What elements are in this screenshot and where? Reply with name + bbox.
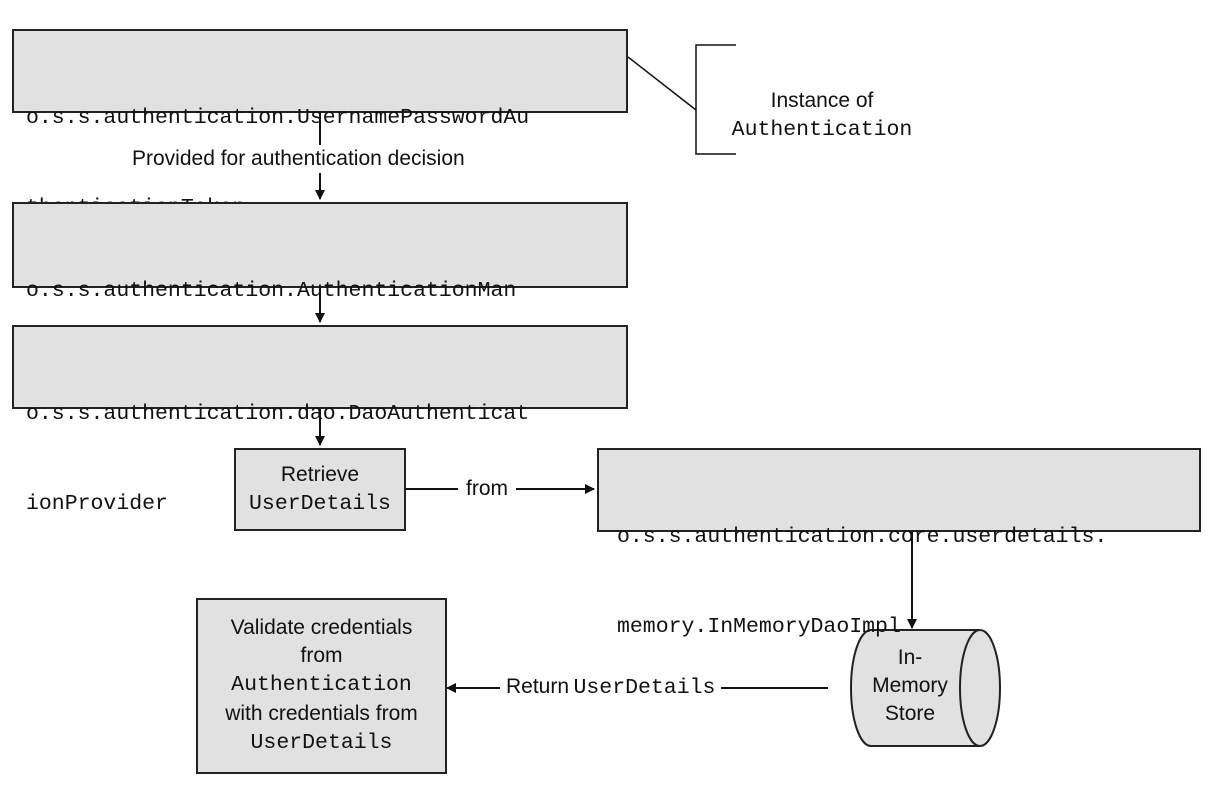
in-memory-store-cylinder [850, 629, 1001, 747]
retrieve-line-2: UserDetails [249, 491, 391, 516]
return-label-prefix: Return [506, 675, 570, 698]
provided-label: Provided for authentication decision [128, 145, 469, 173]
authentication-token-box: o.s.s.authentication.UsernamePasswordAu … [12, 29, 628, 220]
in-memory-dao-impl-line-2: memory.InMemoryDaoImpl [617, 615, 901, 639]
dao-authentication-provider-line-2: ionProvider [26, 492, 168, 516]
store-line-2: Memory [872, 674, 948, 697]
store-line-1: In- [897, 646, 923, 669]
validate-credentials-box: Validate credentials from Authentication… [196, 598, 447, 774]
return-user-details-label: Return UserDetails [500, 673, 722, 703]
authentication-manager-line-1: o.s.s.authentication.AuthenticationMan [26, 279, 517, 303]
instance-note-line-1: Instance of [770, 89, 874, 112]
note-bracket [695, 44, 736, 155]
validate-line-3: Authentication [231, 673, 412, 697]
dao-authentication-provider-line-1: o.s.s.authentication.dao.DaoAuthenticat [26, 402, 530, 426]
retrieve-line-1: Retrieve [280, 462, 360, 486]
return-label-code: UserDetails [573, 676, 716, 700]
validate-line-2: from [300, 644, 343, 667]
instance-note: Instance of Authentication [712, 87, 932, 145]
from-label: from [458, 475, 516, 503]
store-line-3: Store [884, 702, 936, 725]
authentication-manager-box: o.s.s.authentication.AuthenticationMan a… [12, 202, 628, 393]
dao-authentication-provider-box: o.s.s.authentication.dao.DaoAuthenticat … [12, 325, 628, 516]
instance-note-line-2: Authentication [731, 118, 913, 142]
validate-line-1: Validate credentials [230, 616, 413, 639]
note-connector-line [627, 56, 697, 111]
validate-line-5: UserDetails [250, 731, 393, 755]
validate-line-4: with credentials from [225, 702, 418, 725]
in-memory-store-label: In- Memory Store [860, 644, 960, 728]
in-memory-dao-impl-line-1: o.s.s.authentication.core.userdetails. [617, 525, 1108, 549]
in-memory-dao-impl-box: o.s.s.authentication.core.userdetails. m… [597, 448, 1201, 639]
retrieve-user-details-box: Retrieve UserDetails [234, 448, 406, 531]
authentication-token-line-1: o.s.s.authentication.UsernamePasswordAu [26, 106, 530, 130]
